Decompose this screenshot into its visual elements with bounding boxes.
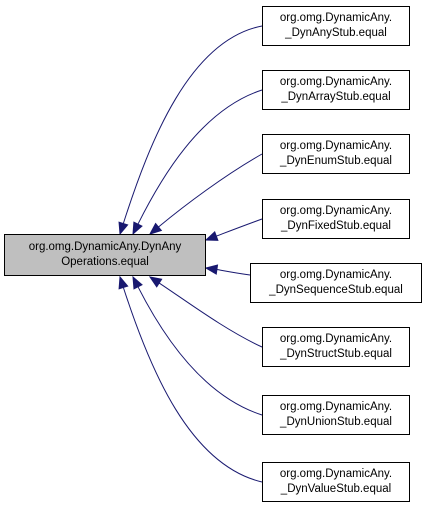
arrowhead-anystub [118,221,129,236]
node-label-line2: _DynUnionStub.equal [280,416,392,428]
arrowhead-sequencestub [204,264,219,275]
root-node-dynany-operations-equal[interactable]: org.omg.DynamicAny.DynAny Operations.equ… [4,234,206,276]
arrowhead-valuestub [118,275,129,290]
node-label-line1: org.omg.DynamicAny. [279,76,393,88]
edge-enumstub [158,153,263,228]
edge-anystub [122,25,263,224]
node-dynvaluestub-equal[interactable]: org.omg.DynamicAny. _DynValueStub.equal [262,462,410,502]
edge-group [118,25,263,483]
node-label-line1: org.omg.DynamicAny. [279,333,393,345]
node-dynarraystub-equal[interactable]: org.omg.DynamicAny. _DynArrayStub.equal [262,70,410,110]
node-label-line2: _DynArrayStub.equal [281,91,391,103]
node-label-line2: _DynValueStub.equal [280,483,392,495]
arrowhead-arraystub [132,221,143,236]
arrowhead-enumstub [148,222,163,235]
node-dynenumstub-equal[interactable]: org.omg.DynamicAny. _DynEnumStub.equal [262,134,410,174]
arrowhead-structstub [148,276,163,288]
node-label-line1: org.omg.DynamicAny. [279,140,393,152]
node-label-line1: org.omg.DynamicAny. [279,269,393,281]
node-label-line1: org.omg.DynamicAny. [279,12,393,24]
node-label-line1: org.omg.DynamicAny. [279,468,393,480]
node-label-line1: org.omg.DynamicAny. [279,401,393,413]
node-label-line1: org.omg.DynamicAny. [279,205,393,217]
node-label-line2: _DynFixedStub.equal [281,220,391,232]
arrowhead-unionstub [132,275,143,290]
node-dynunionstub-equal[interactable]: org.omg.DynamicAny. _DynUnionStub.equal [262,395,410,435]
edge-valuestub [122,287,263,483]
root-node-label-line2: Operations.equal [61,256,149,268]
node-label-line2: _DynEnumStub.equal [280,155,392,167]
node-label-line2: _DynSequenceStub.equal [269,284,403,296]
edge-fixedstub [216,218,263,237]
edge-structstub [158,282,263,348]
node-dynfixedstub-equal[interactable]: org.omg.DynamicAny. _DynFixedStub.equal [262,199,410,239]
edge-arraystub [137,89,263,225]
node-label-line2: _DynStructStub.equal [280,348,392,360]
node-dynsequencestub-equal[interactable]: org.omg.DynamicAny. _DynSequenceStub.equ… [250,263,422,303]
arrowhead-fixedstub [204,231,219,241]
edge-unionstub [137,286,263,416]
root-node-label-line1: org.omg.DynamicAny.DynAny [28,241,182,253]
node-dynstructstub-equal[interactable]: org.omg.DynamicAny. _DynStructStub.equal [262,327,410,367]
node-dynanystub-equal[interactable]: org.omg.DynamicAny. _DynAnyStub.equal [262,6,410,46]
edge-sequencestub [216,269,251,276]
node-label-line2: _DynAnyStub.equal [285,27,387,39]
